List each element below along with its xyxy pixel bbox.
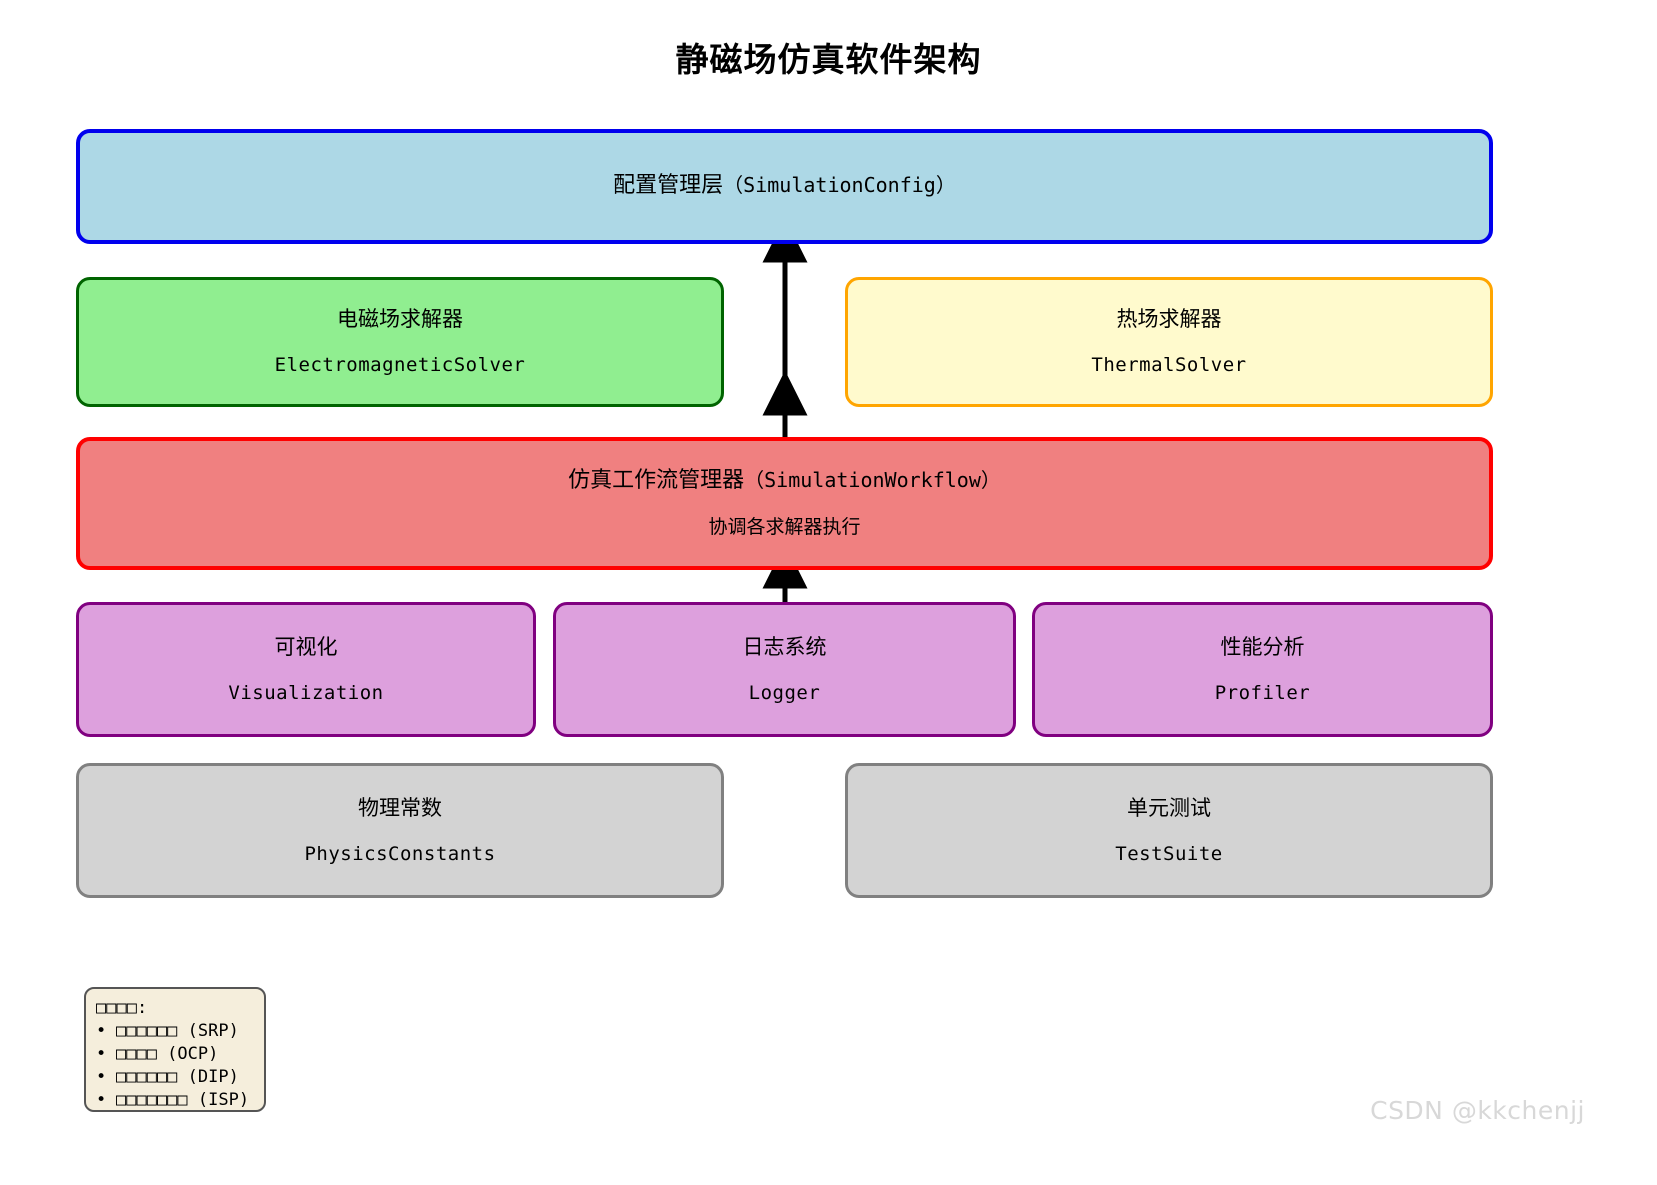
legend-item: • □□□□□□ (DIP) [96, 1066, 254, 1089]
node-testsuite-classname: TestSuite [1115, 842, 1223, 865]
legend-item-text: □□□□□□□ (ISP) [116, 1089, 250, 1110]
node-visualization-classname: Visualization [228, 681, 384, 704]
legend-bullet: • [96, 1066, 107, 1087]
legend-item: • □□□□□□ (SRP) [96, 1020, 254, 1043]
node-electromagnetic-solver[interactable]: 电磁场求解器 ElectromagneticSolver [76, 277, 724, 407]
legend-item: • □□□□□□□ (ISP) [96, 1089, 254, 1110]
node-logger[interactable]: 日志系统 Logger [553, 602, 1016, 737]
node-thermal-classname: ThermalSolver [1091, 354, 1247, 377]
node-simulation-workflow[interactable]: 仿真工作流管理器（SimulationWorkflow） 协调各求解器执行 [76, 437, 1493, 570]
node-physics-constants[interactable]: 物理常数 PhysicsConstants [76, 763, 724, 898]
node-logger-classname: Logger [748, 681, 821, 704]
node-testsuite-title: 单元测试 [1127, 795, 1211, 820]
node-profiler-classname: Profiler [1214, 681, 1311, 704]
node-logger-title: 日志系统 [742, 634, 827, 659]
node-visualization-title: 可视化 [274, 634, 338, 659]
legend-item: • □□□□ (OCP) [96, 1043, 254, 1066]
node-workflow-label: 仿真工作流管理器（SimulationWorkflow） [568, 467, 1001, 493]
legend-bullet: • [96, 1020, 107, 1041]
node-profiler-title: 性能分析 [1220, 634, 1305, 659]
node-config-label: 配置管理层（SimulationConfig） [613, 173, 956, 199]
legend-item-text: □□□□□□ (DIP) [116, 1066, 239, 1087]
legend-bullet: • [96, 1089, 107, 1110]
node-profiler[interactable]: 性能分析 Profiler [1032, 602, 1493, 737]
legend-item-text: □□□□□□ (SRP) [116, 1020, 239, 1041]
legend-item-text: □□□□ (OCP) [116, 1043, 219, 1064]
page-title: 静磁场仿真软件架构 [675, 40, 982, 79]
legend-title: □□□□: [96, 998, 148, 1018]
node-test-suite[interactable]: 单元测试 TestSuite [845, 763, 1493, 898]
node-visualization[interactable]: 可视化 Visualization [76, 602, 536, 737]
legend-box: □□□□: • □□□□□□ (SRP) • □□□□ (OCP) • □□□□□□ … [84, 987, 266, 1112]
watermark: CSDN @kkchenjj [1370, 1096, 1585, 1125]
node-workflow-subtitle: 协调各求解器执行 [708, 516, 861, 539]
node-em-classname: ElectromagneticSolver [274, 354, 526, 377]
legend-bullet: • [96, 1043, 107, 1064]
legend-list: •□□□□□□ (SRP) •□□□□ (OCP) •□□□□□□ (DIP) … [96, 1020, 254, 1110]
node-em-title: 电磁场求解器 [337, 307, 463, 331]
node-thermal-solver[interactable]: 热场求解器 ThermalSolver [845, 277, 1493, 407]
node-constants-title: 物理常数 [358, 795, 442, 820]
node-constants-classname: PhysicsConstants [304, 842, 496, 865]
node-thermal-title: 热场求解器 [1116, 307, 1222, 331]
node-config-layer[interactable]: 配置管理层（SimulationConfig） [76, 129, 1493, 244]
